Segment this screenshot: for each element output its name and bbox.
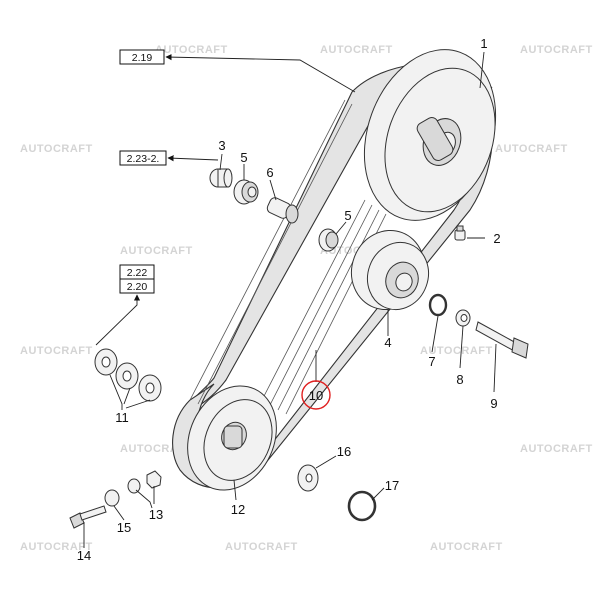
highlight-circle xyxy=(301,380,331,410)
part-16-washer xyxy=(297,464,319,492)
callout-5-upper: 5 xyxy=(240,150,247,165)
part-17-circlip xyxy=(347,490,377,522)
watermark: AUTOCRAFT xyxy=(520,443,593,455)
part-5-bearing-upper xyxy=(233,179,259,205)
ref-box-2-23-2: 2.23-2. xyxy=(119,150,167,166)
callout-8: 8 xyxy=(456,372,463,387)
part-7-circlip xyxy=(428,293,448,317)
part-13-nuts xyxy=(127,470,162,494)
callout-1: 1 xyxy=(480,36,487,51)
callout-13: 13 xyxy=(149,507,163,522)
callout-16: 16 xyxy=(337,444,351,459)
callout-5-lower: 5 xyxy=(344,208,351,223)
callout-3: 3 xyxy=(218,138,225,153)
part-8-washer xyxy=(455,309,471,327)
watermark: AUTOCRAFT xyxy=(120,245,193,257)
callout-6: 6 xyxy=(266,165,273,180)
ref-box-2-19: 2.19 xyxy=(119,49,165,65)
watermark: AUTOCRAFT xyxy=(520,44,593,56)
callout-9: 9 xyxy=(490,396,497,411)
watermark: AUTOCRAFT xyxy=(155,44,228,56)
ref-label: 2.19 xyxy=(132,52,153,64)
callout-12: 12 xyxy=(231,502,245,517)
callout-11: 11 xyxy=(115,410,129,425)
part-5-bearing-lower xyxy=(318,228,339,252)
callout-14: 14 xyxy=(77,548,91,563)
ref-label: 2.22 xyxy=(127,267,148,279)
watermark: AUTOCRAFT xyxy=(20,345,93,357)
callout-10: 10 xyxy=(309,388,323,403)
callout-labels: 1 2 3 5 6 5 4 7 8 9 10 11 12 13 14 15 16… xyxy=(77,36,501,563)
watermark: AUTOCRAFT xyxy=(495,143,568,155)
watermark: AUTOCRAFT xyxy=(420,345,493,357)
part-14-bolt xyxy=(69,505,107,529)
watermark: AUTOCRAFT xyxy=(20,143,93,155)
part-2-grease-nipple xyxy=(454,225,466,241)
ref-label: 2.20 xyxy=(127,281,148,293)
idler-pulley xyxy=(351,229,429,311)
lower-pulley xyxy=(187,385,277,491)
part-11-washers xyxy=(94,348,162,402)
callout-17: 17 xyxy=(385,478,399,493)
callout-15: 15 xyxy=(117,520,131,535)
part-15-washer xyxy=(104,489,120,507)
callout-2: 2 xyxy=(493,231,500,246)
watermark: AUTOCRAFT xyxy=(320,44,393,56)
watermark: AUTOCRAFT xyxy=(430,541,503,553)
watermark-layer: AUTOCRAFT AUTOCRAFT AUTOCRAFT AUTOCRAFT … xyxy=(20,44,593,553)
part-3-bushing xyxy=(209,168,233,188)
ref-label: 2.23-2. xyxy=(127,153,160,165)
part-9-bolt xyxy=(475,321,529,359)
callout-leaders xyxy=(83,51,497,548)
callout-7: 7 xyxy=(428,354,435,369)
callout-4: 4 xyxy=(384,335,391,350)
ref-box-2-22-2-20: 2.22 2.20 xyxy=(119,264,155,294)
watermark: AUTOCRAFT xyxy=(20,541,93,553)
large-pulley xyxy=(363,49,497,221)
ref-leaders xyxy=(95,53,356,346)
part-6-spacer xyxy=(266,197,299,224)
watermark: AUTOCRAFT xyxy=(225,541,298,553)
